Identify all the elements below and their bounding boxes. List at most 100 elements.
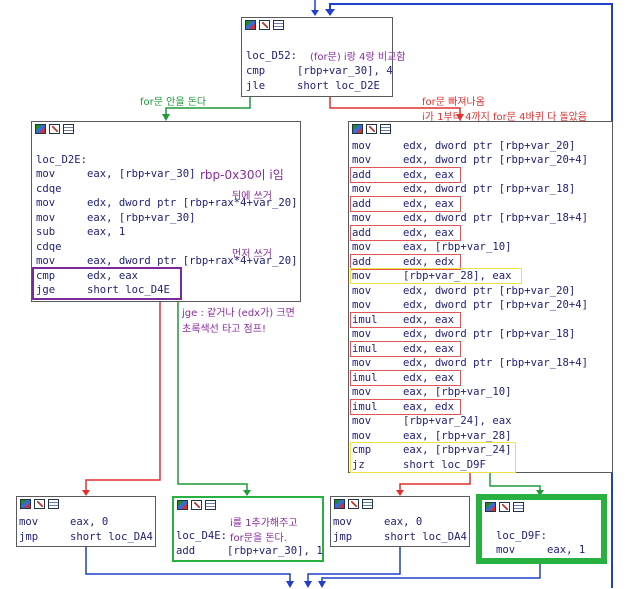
node-loc-d2e[interactable]: loc_D2E: mov eax, [rbp+var_30] cdqe mov … <box>31 121 301 302</box>
code-line[interactable]: mov eax, [rbp+var_30] <box>36 212 196 224</box>
code-line[interactable]: cmp edx, eax <box>36 270 139 282</box>
rename-icon[interactable] <box>499 502 510 512</box>
code-line[interactable]: jz short loc_D9F <box>352 459 486 471</box>
code-line[interactable]: cmp [rbp+var_30], 4 <box>246 65 393 77</box>
list-view-icon[interactable] <box>362 499 373 509</box>
node-loc-d9f[interactable]: loc_D9F: mov eax, 1 <box>476 494 607 564</box>
code-line[interactable]: mov edx, dword ptr [rbp+var_18] <box>352 183 576 195</box>
code-line[interactable]: mov edx, dword ptr [rbp+var_20] <box>352 140 576 152</box>
code-line[interactable]: mov eax, 0 <box>19 516 109 528</box>
code-line[interactable]: mov eax, dword ptr [rbp+rax*4+var_20] <box>36 255 298 267</box>
list-view-icon[interactable] <box>205 500 216 510</box>
edge-right-to-b4 <box>489 473 541 494</box>
code-line[interactable]: mov edx, dword ptr [rbp+var_18] <box>352 328 576 340</box>
code-line[interactable]: add edx, eax <box>352 198 455 210</box>
code-line[interactable]: loc_D4E: <box>176 530 228 542</box>
imul-highlight <box>350 341 461 357</box>
add-highlight <box>350 167 461 183</box>
annotation-rbp-is-i: rbp-0x30이 i임 <box>200 168 284 182</box>
code-line[interactable]: mov edx, dword ptr [rbp+var_20] <box>352 285 576 297</box>
imul-highlight <box>350 399 461 415</box>
list-view-icon[interactable] <box>513 502 524 512</box>
graph-color-icon[interactable] <box>35 124 46 134</box>
add-highlight <box>350 225 461 241</box>
graph-color-icon[interactable] <box>485 502 496 512</box>
node-check-block[interactable]: mov edx, dword ptr [rbp+var_20] mov edx,… <box>348 121 613 473</box>
node-header <box>482 500 601 516</box>
graph-color-icon[interactable] <box>245 20 256 30</box>
annotation-first: 먼저 쓰거 <box>232 249 272 260</box>
node-header <box>32 122 300 138</box>
code-line[interactable]: mov edx, dword ptr [rbp+var_18+4] <box>352 357 588 369</box>
edge-top-to-loop <box>165 97 251 119</box>
code-line[interactable]: jle short loc_D2E <box>246 80 380 92</box>
annotation-loop-exit: for문 빠져나옴 <box>422 97 485 108</box>
code-line[interactable]: mov edx, dword ptr [rbp+rax*4+var_20] <box>36 197 298 209</box>
graph-color-icon[interactable] <box>352 124 363 134</box>
annotation-later: 뒤에 쓰거 <box>232 191 272 202</box>
graph-color-icon[interactable] <box>177 500 188 510</box>
rename-icon[interactable] <box>191 500 202 510</box>
code-line[interactable]: mov edx, dword ptr [rbp+var_20+4] <box>352 299 588 311</box>
code-line[interactable]: mov [rbp+var_28], eax <box>352 270 512 282</box>
rename-icon[interactable] <box>34 499 45 509</box>
code-line[interactable]: mov edx, dword ptr [rbp+var_20+4] <box>352 154 588 166</box>
code-line[interactable]: imul edx, eax <box>352 314 455 326</box>
rename-icon[interactable] <box>366 124 377 134</box>
graph-color-icon[interactable] <box>20 499 31 509</box>
code-line[interactable]: cmp eax, [rbp+var_24] <box>352 444 512 456</box>
code-line[interactable]: imul edx, eax <box>352 372 455 384</box>
annotation-inc-2: for문을 돈다. <box>230 533 287 544</box>
cmp-jge-highlight <box>32 267 182 300</box>
edge-right-to-b3 <box>399 473 471 494</box>
code-line[interactable]: loc_D9F: <box>496 530 548 542</box>
code-line[interactable]: loc_D2E: <box>36 154 88 166</box>
code-line[interactable]: cdqe <box>36 183 62 195</box>
annotation-i-range: i가 1부터 4까지 for문 4바퀴 다 돌았음 <box>422 112 588 123</box>
code-line[interactable]: imul edx, eax <box>352 343 455 355</box>
code-line[interactable]: mov eax, [rbp+var_10] <box>352 386 512 398</box>
code-line[interactable]: add edx, edx <box>352 256 455 268</box>
code-line[interactable]: mov eax, [rbp+var_10] <box>352 241 512 253</box>
rename-icon[interactable] <box>259 20 270 30</box>
rename-icon[interactable] <box>348 499 359 509</box>
code-line[interactable]: add edx, eax <box>352 169 455 181</box>
code-line[interactable]: jmp short loc_DA4 <box>333 531 467 543</box>
edge-b3-to-exit <box>307 547 401 586</box>
code-line[interactable]: mov eax, [rbp+var_28] <box>352 430 512 442</box>
code-line[interactable]: mov edx, dword ptr [rbp+var_18+4] <box>352 212 588 224</box>
list-view-icon[interactable] <box>63 124 74 134</box>
code-line[interactable]: sub eax, 1 <box>36 226 126 238</box>
edge-left-to-b1 <box>85 301 161 494</box>
code-line[interactable]: mov eax, 0 <box>333 516 423 528</box>
code-line[interactable]: jge short loc_D4E <box>36 284 170 296</box>
code-line[interactable]: loc_D52: <box>246 50 298 62</box>
code-line[interactable]: jmp short loc_DA4 <box>19 531 153 543</box>
node-return-zero-b[interactable]: mov eax, 0 jmp short loc_DA4 <box>330 496 470 547</box>
node-header <box>174 498 322 514</box>
node-loc-d52[interactable]: loc_D52: cmp [rbp+var_30], 4 jle short l… <box>241 17 393 97</box>
imul-highlight <box>350 312 461 328</box>
annotation-inc-1: i를 1추가해주고 <box>230 518 298 529</box>
list-view-icon[interactable] <box>273 20 284 30</box>
annotation-for-compare: (for문) i랑 4랑 비교함 <box>310 52 406 63</box>
node-header <box>349 122 612 138</box>
node-return-zero-a[interactable]: mov eax, 0 jmp short loc_DA4 <box>16 496 156 547</box>
code-line[interactable]: imul eax, edx <box>352 401 455 413</box>
code-line[interactable]: add edx, eax <box>352 227 455 239</box>
code-line[interactable]: mov [rbp+var_24], eax <box>352 415 512 427</box>
node-header <box>331 497 469 513</box>
cmp-jz-highlight <box>350 442 516 473</box>
graph-color-icon[interactable] <box>334 499 345 509</box>
list-view-icon[interactable] <box>48 499 59 509</box>
code-line[interactable]: mov eax, 1 <box>496 544 586 556</box>
node-header <box>17 497 155 513</box>
code-line[interactable]: add [rbp+var_30], 1 <box>176 545 323 557</box>
rename-icon[interactable] <box>49 124 60 134</box>
code-line[interactable]: mov eax, [rbp+var_30] <box>36 168 196 180</box>
node-header <box>242 18 392 34</box>
code-line[interactable]: cdqe <box>36 241 62 253</box>
node-loc-d4e[interactable]: loc_D4E: add [rbp+var_30], 1 <box>172 496 324 562</box>
annotation-jge-2: 초록색선 타고 점프! <box>182 324 266 335</box>
list-view-icon[interactable] <box>380 124 391 134</box>
